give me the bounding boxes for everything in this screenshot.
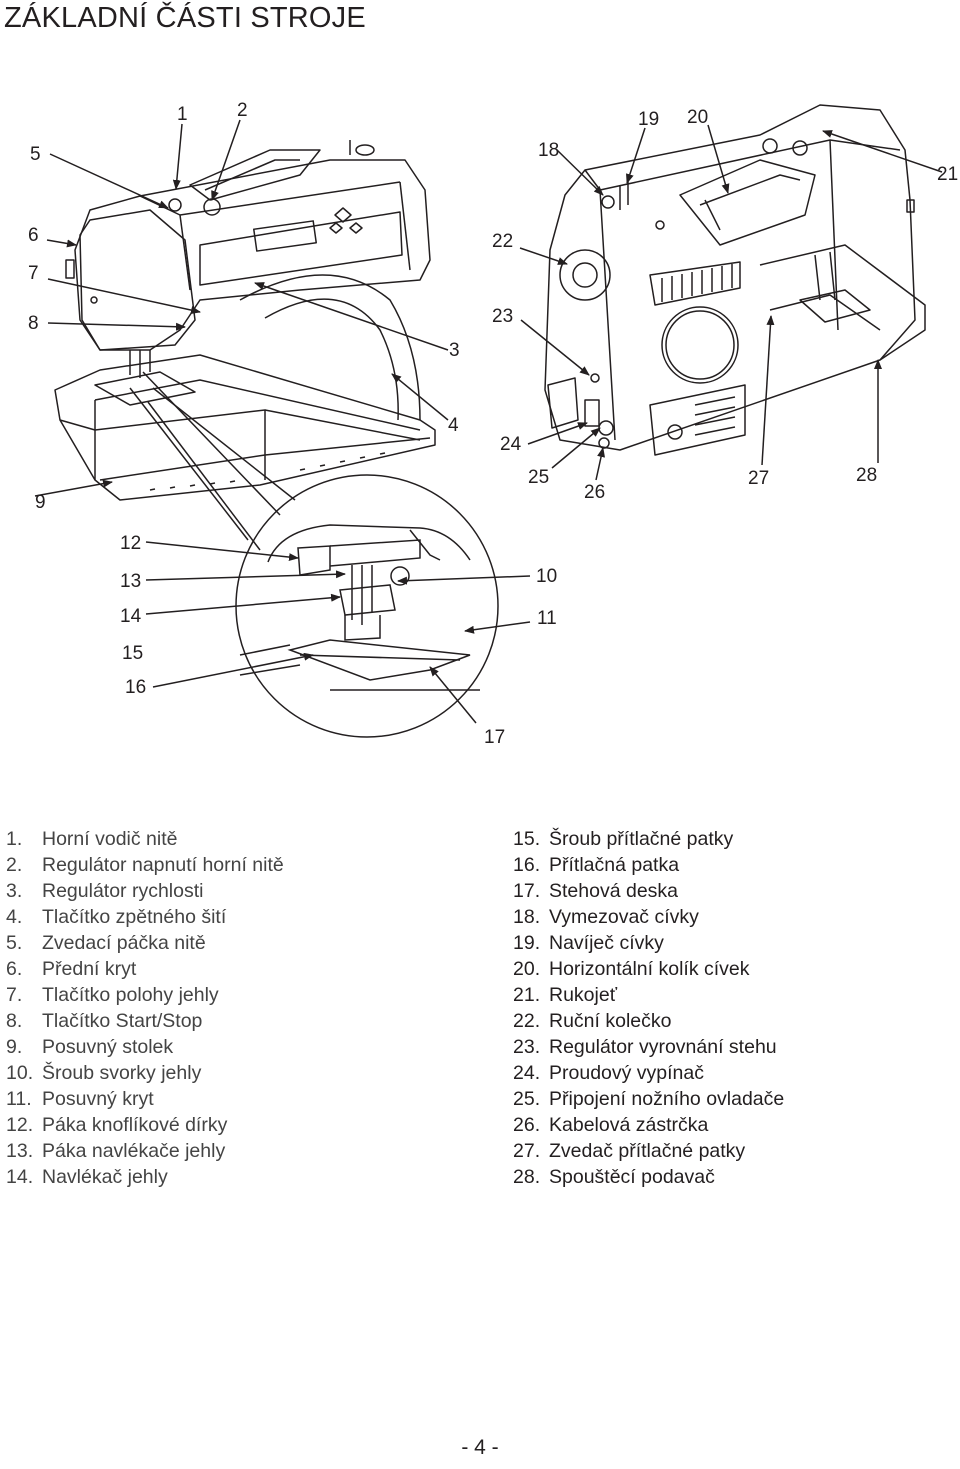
callout-10: 10 [536, 566, 557, 587]
list-item: 18.Vymezovač cívky [513, 906, 699, 928]
callout-13: 13 [120, 571, 141, 592]
callout-26: 26 [584, 482, 605, 503]
callout-17: 17 [484, 727, 505, 748]
callout-1: 1 [177, 104, 188, 125]
list-item: 25.Připojení nožního ovladače [513, 1088, 785, 1110]
callout-2: 2 [237, 100, 248, 121]
callout-19: 19 [638, 109, 659, 130]
list-item: 20.Horizontální kolík cívek [513, 958, 750, 980]
callout-21: 21 [937, 164, 958, 185]
sewing-machine-diagram: 1 2 3 4 5 6 7 8 9 10 11 12 13 14 15 16 1… [28, 100, 958, 748]
callout-3: 3 [449, 340, 460, 361]
callout-7: 7 [28, 263, 39, 284]
zoom-connector-lines [129, 371, 296, 551]
list-item: 17.Stehová deska [513, 880, 679, 902]
list-item: 13.Páka navlékače jehly [6, 1140, 226, 1162]
page-number: - 4 - [461, 1436, 499, 1459]
list-item: 23.Regulátor vyrovnání stehu [513, 1036, 777, 1058]
list-item: 15.Šroub přítlačné patky [513, 828, 734, 850]
front-view-machine [54, 140, 436, 501]
callout-4: 4 [448, 415, 459, 436]
callout-20: 20 [687, 107, 708, 128]
list-item: 8.Tlačítko Start/Stop [6, 1010, 203, 1032]
callout-12: 12 [120, 533, 141, 554]
callout-9: 9 [35, 492, 46, 513]
callout-numbers: 1 2 3 4 5 6 7 8 9 10 11 12 13 14 15 16 1… [28, 100, 958, 748]
list-item: 22.Ruční kolečko [513, 1010, 672, 1032]
callout-23: 23 [492, 306, 513, 327]
callout-8: 8 [28, 313, 39, 334]
list-item: 21.Rukojeť [513, 984, 618, 1006]
list-item: 7.Tlačítko polohy jehly [6, 984, 219, 1006]
callout-24: 24 [500, 434, 522, 455]
list-item: 16.Přítlačná patka [513, 854, 680, 876]
callout-27: 27 [748, 468, 769, 489]
list-item: 12.Páka knoflíkové dírky [6, 1114, 228, 1136]
list-item: 26.Kabelová zástrčka [513, 1114, 709, 1136]
page-title: ZÁKLADNÍ ČÁSTI STROJE [4, 2, 366, 34]
callout-5: 5 [30, 144, 41, 165]
list-item: 14.Navlékač jehly [6, 1166, 168, 1188]
callout-15: 15 [122, 643, 143, 664]
list-item: 3.Regulátor rychlosti [6, 880, 204, 902]
leader-lines [34, 119, 943, 724]
parts-list-right: 15.Šroub přítlačné patky 16.Přítlačná pa… [513, 826, 784, 1190]
list-item: 19.Navíječ cívky [513, 932, 664, 954]
list-item: 24.Proudový vypínač [513, 1062, 705, 1084]
list-item: 27.Zvedač přítlačné patky [513, 1140, 746, 1162]
callout-14: 14 [120, 606, 142, 627]
list-item: 28.Spouštěcí podavač [513, 1166, 715, 1188]
parts-list-left: 1.Horní vodič nitě 2.Regulátor napnutí h… [6, 826, 284, 1190]
callout-28: 28 [856, 465, 877, 486]
callout-16: 16 [125, 677, 146, 698]
list-item: 11.Posuvný kryt [6, 1088, 154, 1110]
needle-detail-circle [235, 474, 499, 738]
list-item: 2.Regulátor napnutí horní nitě [6, 854, 284, 876]
list-item: 5.Zvedací páčka nitě [6, 932, 206, 954]
back-view-machine [544, 104, 926, 456]
list-item: 9.Posuvný stolek [6, 1036, 174, 1058]
callout-25: 25 [528, 467, 549, 488]
callout-11: 11 [537, 608, 557, 629]
callout-22: 22 [492, 231, 513, 252]
callout-18: 18 [538, 140, 559, 161]
list-item: 1.Horní vodič nitě [6, 828, 178, 850]
callout-6: 6 [28, 225, 39, 246]
list-item: 6.Přední kryt [6, 958, 137, 980]
list-item: 10.Šroub svorky jehly [6, 1062, 202, 1084]
list-item: 4.Tlačítko zpětného šití [6, 906, 227, 928]
